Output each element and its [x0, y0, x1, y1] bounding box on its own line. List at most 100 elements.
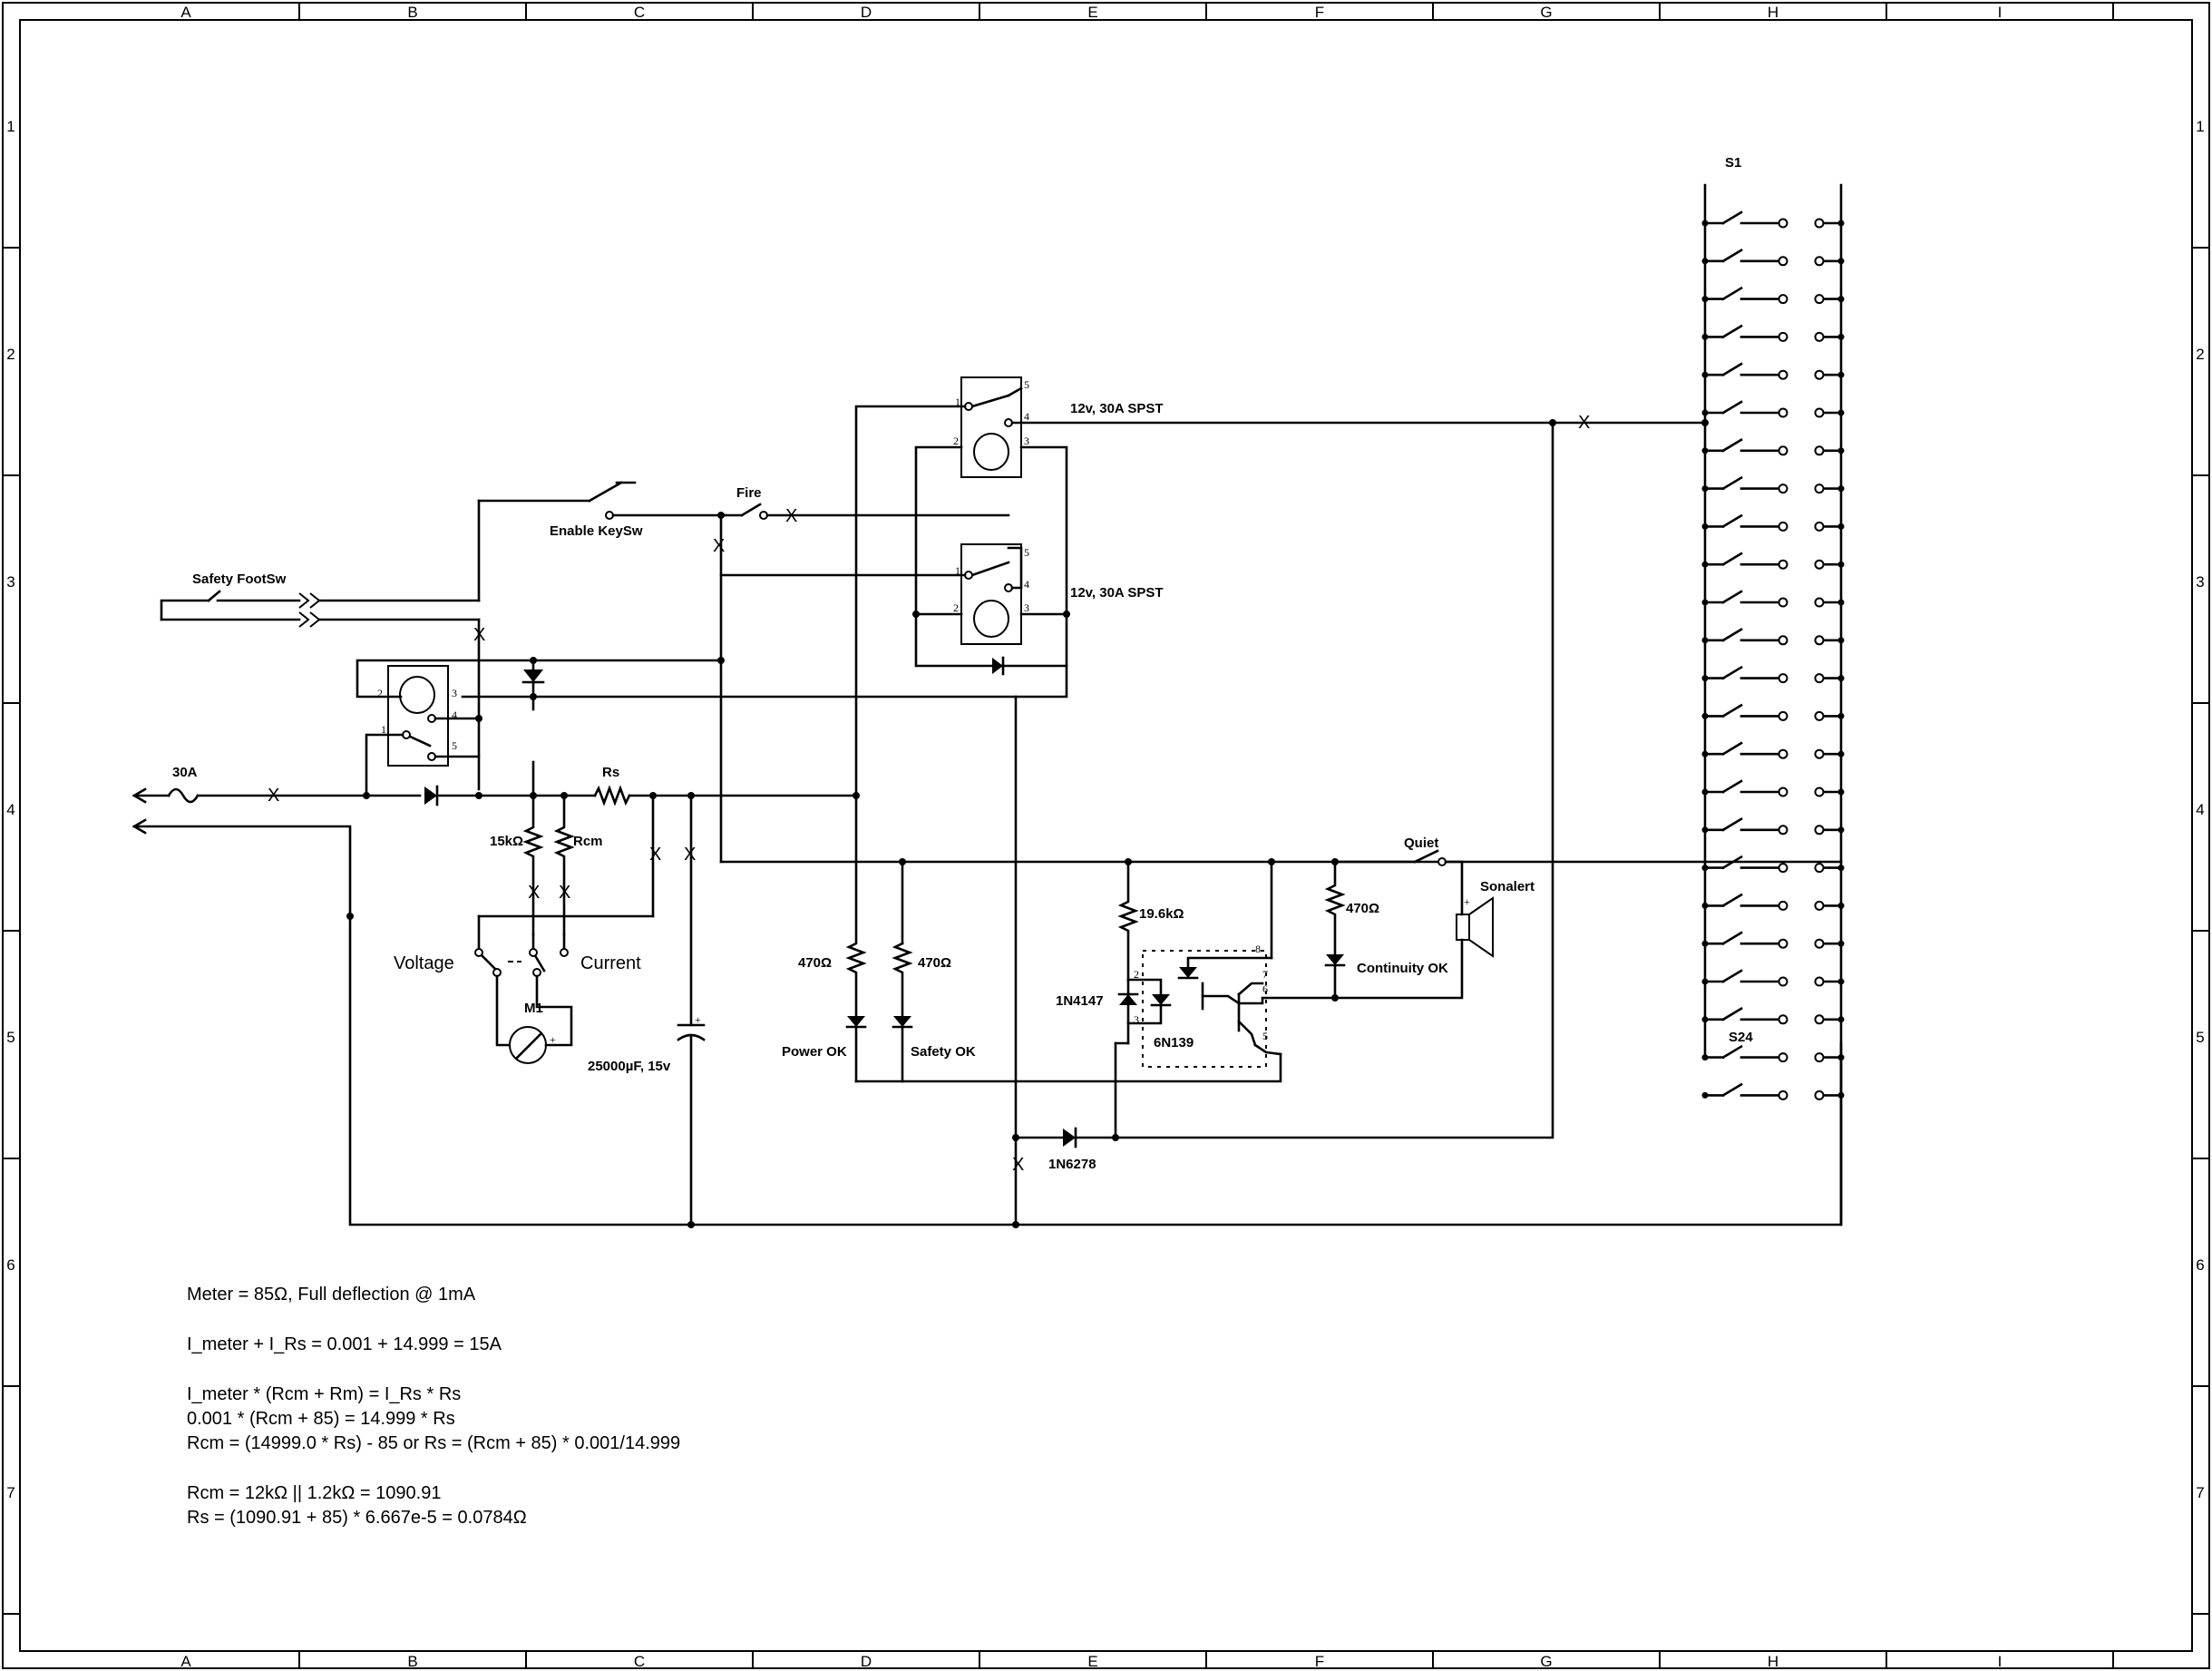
note-equation-3: Rcm = (14999.0 * Rs) - 85 or Rs = (Rcm +… [187, 1433, 680, 1453]
frame-row-label: 6 [6, 1256, 15, 1274]
safety-footsw-label: Safety FootSw [192, 572, 287, 587]
fire-label: Fire [736, 485, 762, 501]
relay-k1: 1 5 4 2 3 12v, 30A SPST [854, 376, 1707, 800]
r470c-label: 470Ω [1346, 901, 1379, 916]
capacitor-label: 25000µF, 15v [588, 1059, 671, 1074]
frame-column-label: H [1768, 4, 1778, 21]
svg-text:6: 6 [1262, 982, 1268, 995]
frame-column-label: B [407, 1653, 417, 1670]
switch-row [1701, 1044, 1845, 1063]
relay-k2: 1 5 4 2 3 12v, 30A SPST [461, 543, 1164, 699]
svg-text:8: 8 [1255, 943, 1261, 955]
svg-text:4: 4 [1024, 410, 1029, 423]
relay-k3: 2 3 4 1 5 [356, 657, 725, 798]
switch-row [1701, 286, 1845, 305]
switch-row [1701, 741, 1845, 759]
s1-label: S1 [1725, 155, 1741, 171]
switch-row [1701, 628, 1845, 646]
svg-text:2: 2 [953, 601, 959, 614]
svg-text:+: + [550, 1033, 556, 1046]
status-leds: 470Ω Power OK 470Ω Safety OK [782, 796, 1282, 1083]
frame-row-label: 2 [2196, 346, 2204, 363]
svg-text:X: X [1012, 1155, 1024, 1175]
frame-column-label: F [1315, 4, 1324, 21]
note-rs: Rs = (1090.91 + 85) * 6.667e-5 = 0.0784Ω [187, 1508, 527, 1528]
svg-text:3: 3 [1024, 601, 1029, 614]
voltage-label: Voltage [394, 953, 454, 973]
note-rcm: Rcm = 12kΩ || 1.2kΩ = 1090.91 [187, 1483, 441, 1503]
switch-row [1701, 779, 1845, 797]
r470a-label: 470Ω [798, 955, 832, 971]
frame-column-label: F [1315, 1653, 1324, 1670]
meter-label: M1 [524, 1001, 543, 1016]
d1n4147-label: 1N4147 [1056, 993, 1104, 1009]
switch-row [1701, 969, 1845, 987]
svg-text:X: X [684, 845, 696, 865]
svg-text:+: + [1464, 895, 1470, 908]
switch-row [1701, 893, 1845, 911]
svg-text:4: 4 [452, 708, 457, 721]
frame-column-label: C [634, 4, 645, 21]
switch-row [1701, 665, 1845, 684]
svg-text:3: 3 [1134, 1013, 1139, 1026]
svg-text:5: 5 [1262, 1030, 1268, 1042]
svg-text:X: X [1578, 413, 1590, 433]
switch-row [1701, 817, 1845, 836]
switch-bank: S1 S24 [1701, 155, 1845, 1226]
frame-column-label: D [861, 1653, 872, 1670]
safety-ok-label: Safety OK [911, 1044, 976, 1060]
switch-row [1701, 855, 1845, 874]
frame-row-label: 3 [6, 573, 15, 591]
frame-row-label: 4 [6, 801, 15, 818]
rs-label: Rs [602, 765, 619, 780]
svg-text:X: X [785, 506, 797, 526]
svg-text:1: 1 [955, 396, 960, 408]
switch-row [1701, 324, 1845, 342]
s24-label: S24 [1729, 1030, 1753, 1045]
svg-text:5: 5 [1024, 378, 1029, 391]
tvs-label: 1N6278 [1048, 1157, 1096, 1172]
note-currents: I_meter + I_Rs = 0.001 + 14.999 = 15A [187, 1334, 502, 1354]
frame-row-label: 5 [2196, 1029, 2204, 1046]
svg-text:2: 2 [953, 435, 959, 447]
frame-column-label: G [1540, 4, 1552, 21]
frame-row-label: 4 [2196, 801, 2204, 818]
quiet-label: Quiet [1404, 836, 1438, 851]
frame-column-label: G [1540, 1653, 1552, 1670]
svg-text:+: + [695, 1013, 701, 1026]
switch-row [1701, 362, 1845, 380]
switch-row [1701, 1007, 1845, 1025]
frame-row-label: 5 [6, 1029, 15, 1046]
svg-text:2: 2 [1134, 968, 1139, 981]
frame-column-label: A [180, 4, 191, 21]
svg-text:X: X [649, 845, 661, 865]
frame-column-label: I [1998, 4, 2002, 21]
svg-text:X: X [713, 536, 725, 556]
frame-column-label: D [861, 4, 872, 21]
switch-row [1701, 249, 1845, 267]
switch-row [1701, 400, 1845, 418]
switch-row [1701, 438, 1845, 456]
r15k-label: 15kΩ [490, 834, 523, 849]
frame-column-label: B [407, 4, 417, 21]
frame-column-label: E [1087, 1653, 1097, 1670]
frame-row-label: 1 [2196, 118, 2204, 135]
r19k6-label: 19.6kΩ [1139, 906, 1184, 922]
svg-text:4: 4 [1024, 578, 1029, 591]
r470b-label: 470Ω [918, 955, 951, 971]
meter-section: 15kΩ Rcm Voltage Current M1 + [394, 794, 655, 1064]
continuity-section: 1N6278 19.6kΩ 1N4147 2 3 8 7 6 5 [1012, 419, 1556, 1228]
power-ok-label: Power OK [782, 1044, 847, 1060]
notes: Meter = 85Ω, Full deflection @ 1mA I_met… [187, 1285, 680, 1528]
frame-row-label: 1 [6, 118, 15, 135]
opto-label: 6N139 [1154, 1035, 1194, 1050]
switch-row [1701, 1082, 1845, 1100]
frame-row-label: 3 [2196, 573, 2204, 591]
frame-column-label: A [180, 1653, 191, 1670]
frame-row-label: 6 [2196, 1256, 2204, 1274]
frame-column-label: E [1087, 4, 1097, 21]
svg-text:3: 3 [1024, 435, 1029, 447]
svg-text:1: 1 [381, 723, 386, 736]
switch-row [1701, 475, 1845, 494]
